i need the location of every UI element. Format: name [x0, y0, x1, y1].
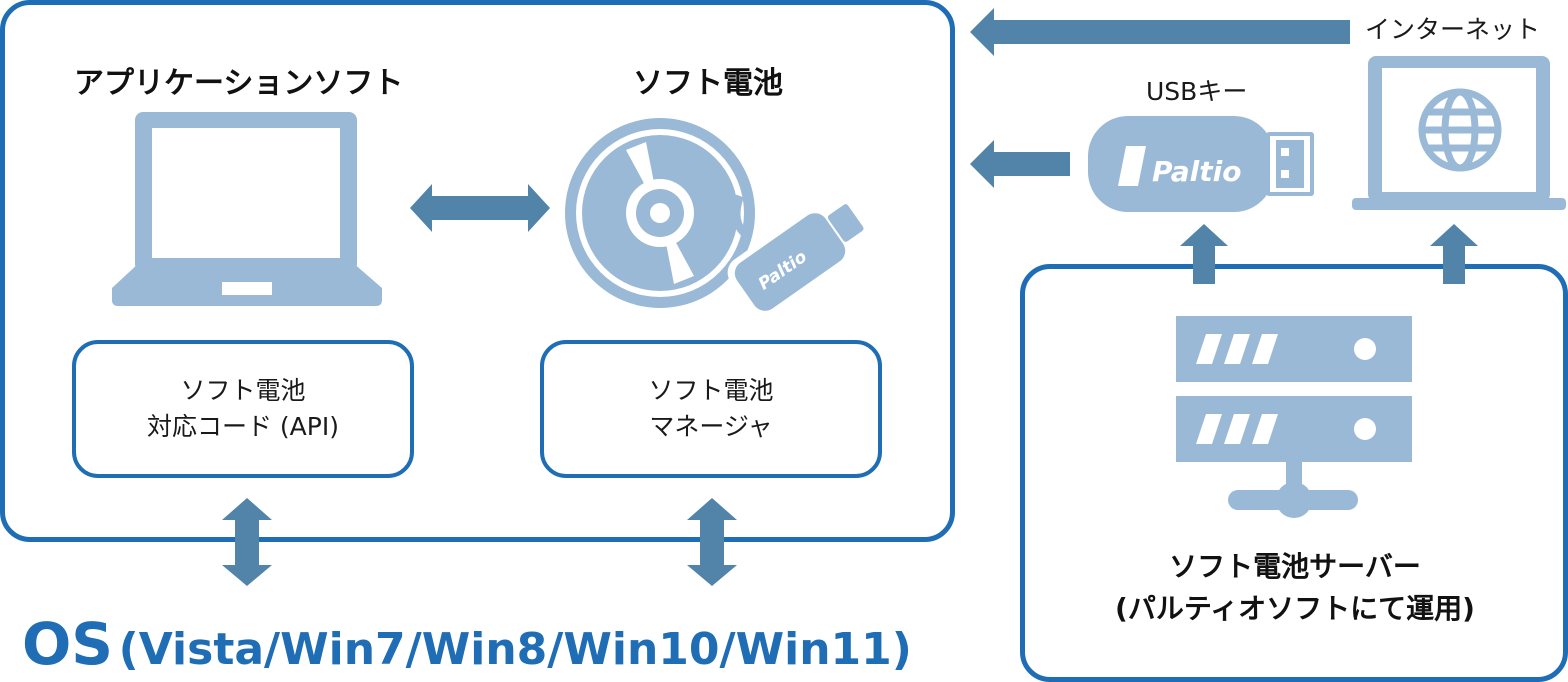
battery-manager-box: ソフト電池 マネージャ: [540, 340, 882, 478]
usb-key-icon: Paltio: [1088, 116, 1314, 212]
usb-key-tilted-icon: Paltio: [727, 204, 864, 318]
server-icon: [1176, 316, 1412, 518]
os-main: OS: [22, 610, 114, 678]
globe-icon: [1418, 88, 1502, 172]
manager-box-line2: マネージャ: [649, 412, 773, 441]
disc-icon: [565, 118, 755, 308]
soft-battery-title: ソフト電池: [633, 66, 783, 101]
bidirectional-arrow-app-battery: [410, 184, 550, 232]
internet-label: インターネット: [1365, 15, 1541, 44]
api-code-box: ソフト電池 対応コード (API): [72, 340, 414, 478]
manager-box-line1: ソフト電池: [648, 376, 774, 405]
application-software-title: アプリケーションソフト: [74, 66, 404, 101]
arrow-server-to-usb: [1180, 224, 1228, 284]
arrow-usb-to-app: [970, 140, 1070, 188]
server-title-line1: ソフト電池サーバー: [1169, 550, 1421, 583]
usb-brand: Paltio: [1152, 155, 1241, 188]
server-title: ソフト電池サーバー (パルティオソフトにて運用): [1030, 546, 1560, 630]
laptop-icon: [112, 112, 382, 306]
arrow-internet-to-app: [970, 8, 1350, 56]
arrow-server-to-internet: [1430, 224, 1478, 284]
os-versions: (Vista/Win7/Win8/Win10/Win11): [118, 624, 912, 675]
bidirectional-arrow-api-os: [222, 498, 272, 586]
usb-key-label: USBキー: [1146, 77, 1248, 106]
api-box-line2: 対応コード (API): [146, 412, 339, 441]
bidirectional-arrow-manager-os: [687, 498, 737, 586]
usb-cord: [732, 194, 751, 240]
api-box-line1: ソフト電池: [180, 376, 306, 405]
os-label: OS (Vista/Win7/Win8/Win10/Win11): [22, 610, 912, 678]
server-title-line2: (パルティオソフトにて運用): [1115, 592, 1475, 625]
